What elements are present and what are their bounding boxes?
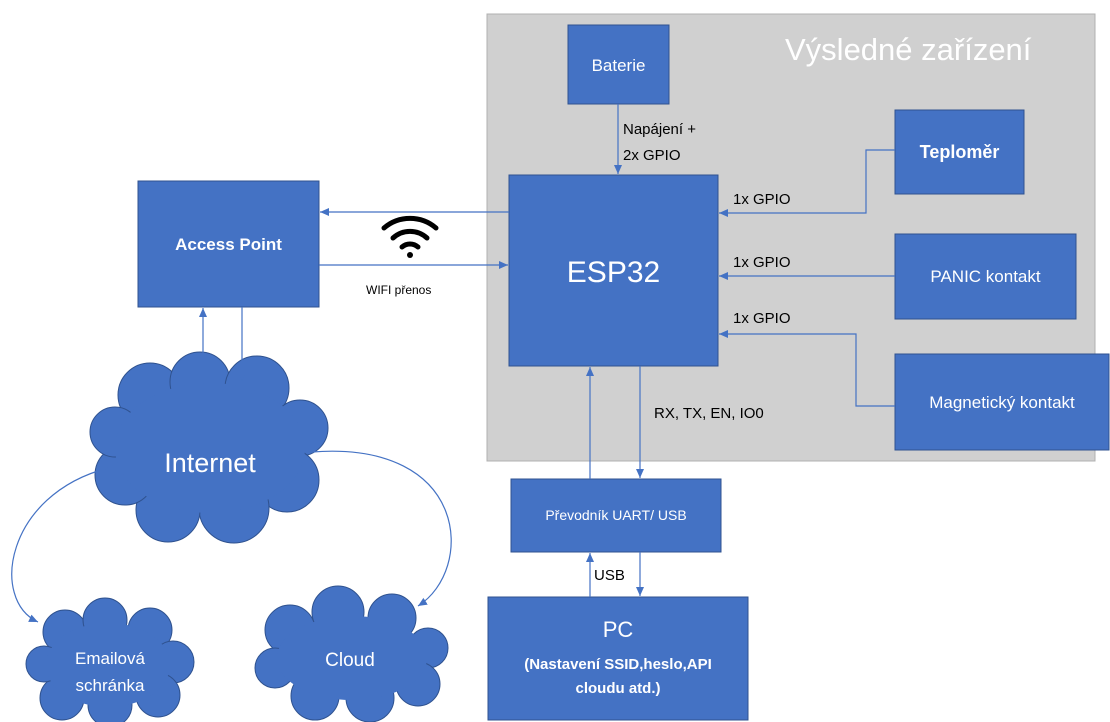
magneticky-arrow (719, 330, 895, 407)
email-label-line2: schránka (76, 676, 146, 695)
gpio-teplomer-label: 1x GPIO (733, 191, 791, 208)
panic-box: PANIC kontakt (894, 233, 1077, 320)
internet-cloud: Internet (89, 351, 329, 544)
panic-label: PANIC kontakt (930, 267, 1041, 286)
cloud-label: Cloud (325, 650, 375, 671)
esp32-box: ESP32 (508, 174, 719, 367)
magneticky-box: Magnetický kontakt (894, 353, 1110, 451)
wifi-icon (381, 215, 439, 258)
teplomer-arrow (719, 149, 895, 217)
email-label-line1: Emailová (75, 649, 145, 668)
device-area-title: Výsledné zařízení (785, 32, 1032, 67)
teplomer-label: Teploměr (920, 142, 1000, 162)
access-point-label: Access Point (175, 235, 282, 254)
internet-to-email-arrow (11, 467, 109, 623)
pc-line1: (Nastavení SSID,heslo,API (524, 656, 712, 673)
gpio-magneticky-label: 1x GPIO (733, 310, 791, 327)
esp32-label: ESP32 (567, 256, 660, 289)
pc-box: PC (Nastavení SSID,heslo,API cloudu atd.… (487, 596, 749, 721)
access-point-box: Access Point (137, 180, 320, 308)
wifi-label: WIFI přenos (366, 283, 431, 297)
baterie-box: Baterie (567, 24, 670, 105)
teplomer-box: Teploměr (894, 109, 1025, 195)
email-cloud: Emailová schránka (25, 597, 195, 722)
internet-to-cloud-arrow (311, 450, 452, 607)
gpio-panic-label: 1x GPIO (733, 254, 791, 271)
uart-label: RX, TX, EN, IO0 (654, 405, 764, 422)
connectors (11, 104, 895, 623)
baterie-label: Baterie (592, 56, 646, 75)
cloud-cloud: Cloud (254, 585, 449, 722)
prevodnik-label: Převodník UART/ USB (545, 507, 686, 523)
power-label-line2: 2x GPIO (623, 147, 681, 164)
usb-label: USB (594, 567, 625, 584)
power-label-line1: Napájení + (623, 121, 696, 138)
pc-title: PC (603, 617, 634, 642)
magneticky-label: Magnetický kontakt (929, 393, 1075, 412)
prevodnik-box: Převodník UART/ USB (510, 478, 722, 553)
pc-line2: cloudu atd.) (576, 680, 661, 697)
internet-label: Internet (164, 448, 256, 478)
